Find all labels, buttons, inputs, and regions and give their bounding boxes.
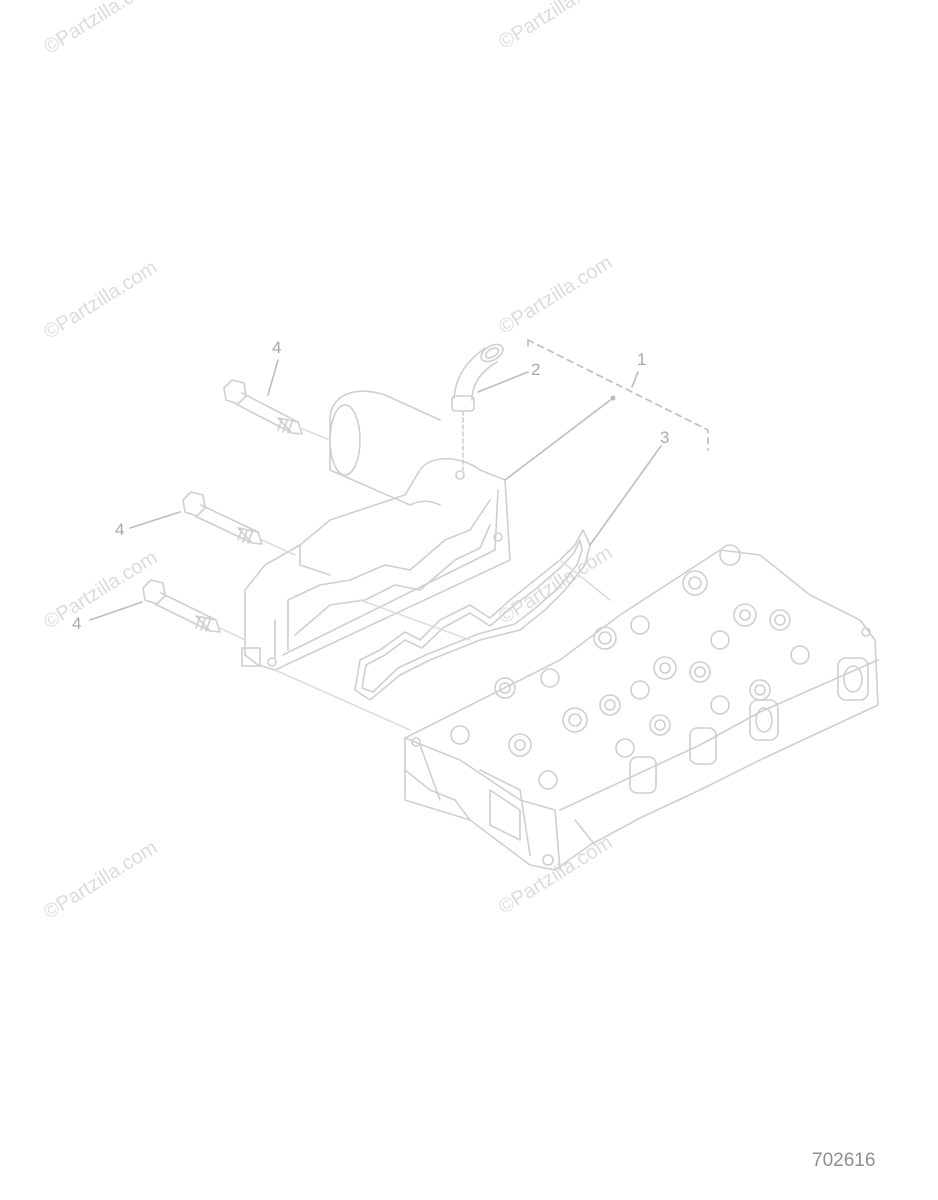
assembly-leader-line	[631, 371, 639, 388]
bolt-bottom	[142, 579, 246, 641]
bolt-top	[223, 379, 331, 441]
bolt-leader-top	[267, 359, 279, 396]
bolt-leader-middle	[129, 511, 181, 529]
bolt-leader-bottom	[89, 601, 143, 621]
assembly-dashed-bracket	[527, 339, 709, 451]
bolt-middle	[182, 491, 296, 556]
callout-fitting: 2	[531, 360, 541, 379]
callout-gasket: 3	[660, 428, 670, 447]
gasket	[354, 529, 591, 701]
gasket-leader-line	[589, 445, 662, 546]
callout-assembly: 1	[637, 350, 647, 369]
callout-bolt-bottom: 4	[72, 614, 82, 633]
diagram-number: 702616	[812, 1150, 876, 1171]
rocker-cover	[241, 390, 511, 671]
fitting-elbow	[451, 343, 504, 471]
cylinder-head	[404, 544, 879, 871]
alignment-lines	[274, 559, 611, 731]
assembly-leader-to-part	[504, 397, 614, 481]
callout-bolt-top: 4	[272, 338, 282, 357]
fitting-leader-line	[477, 371, 529, 393]
callout-bolt-middle: 4	[115, 520, 125, 539]
